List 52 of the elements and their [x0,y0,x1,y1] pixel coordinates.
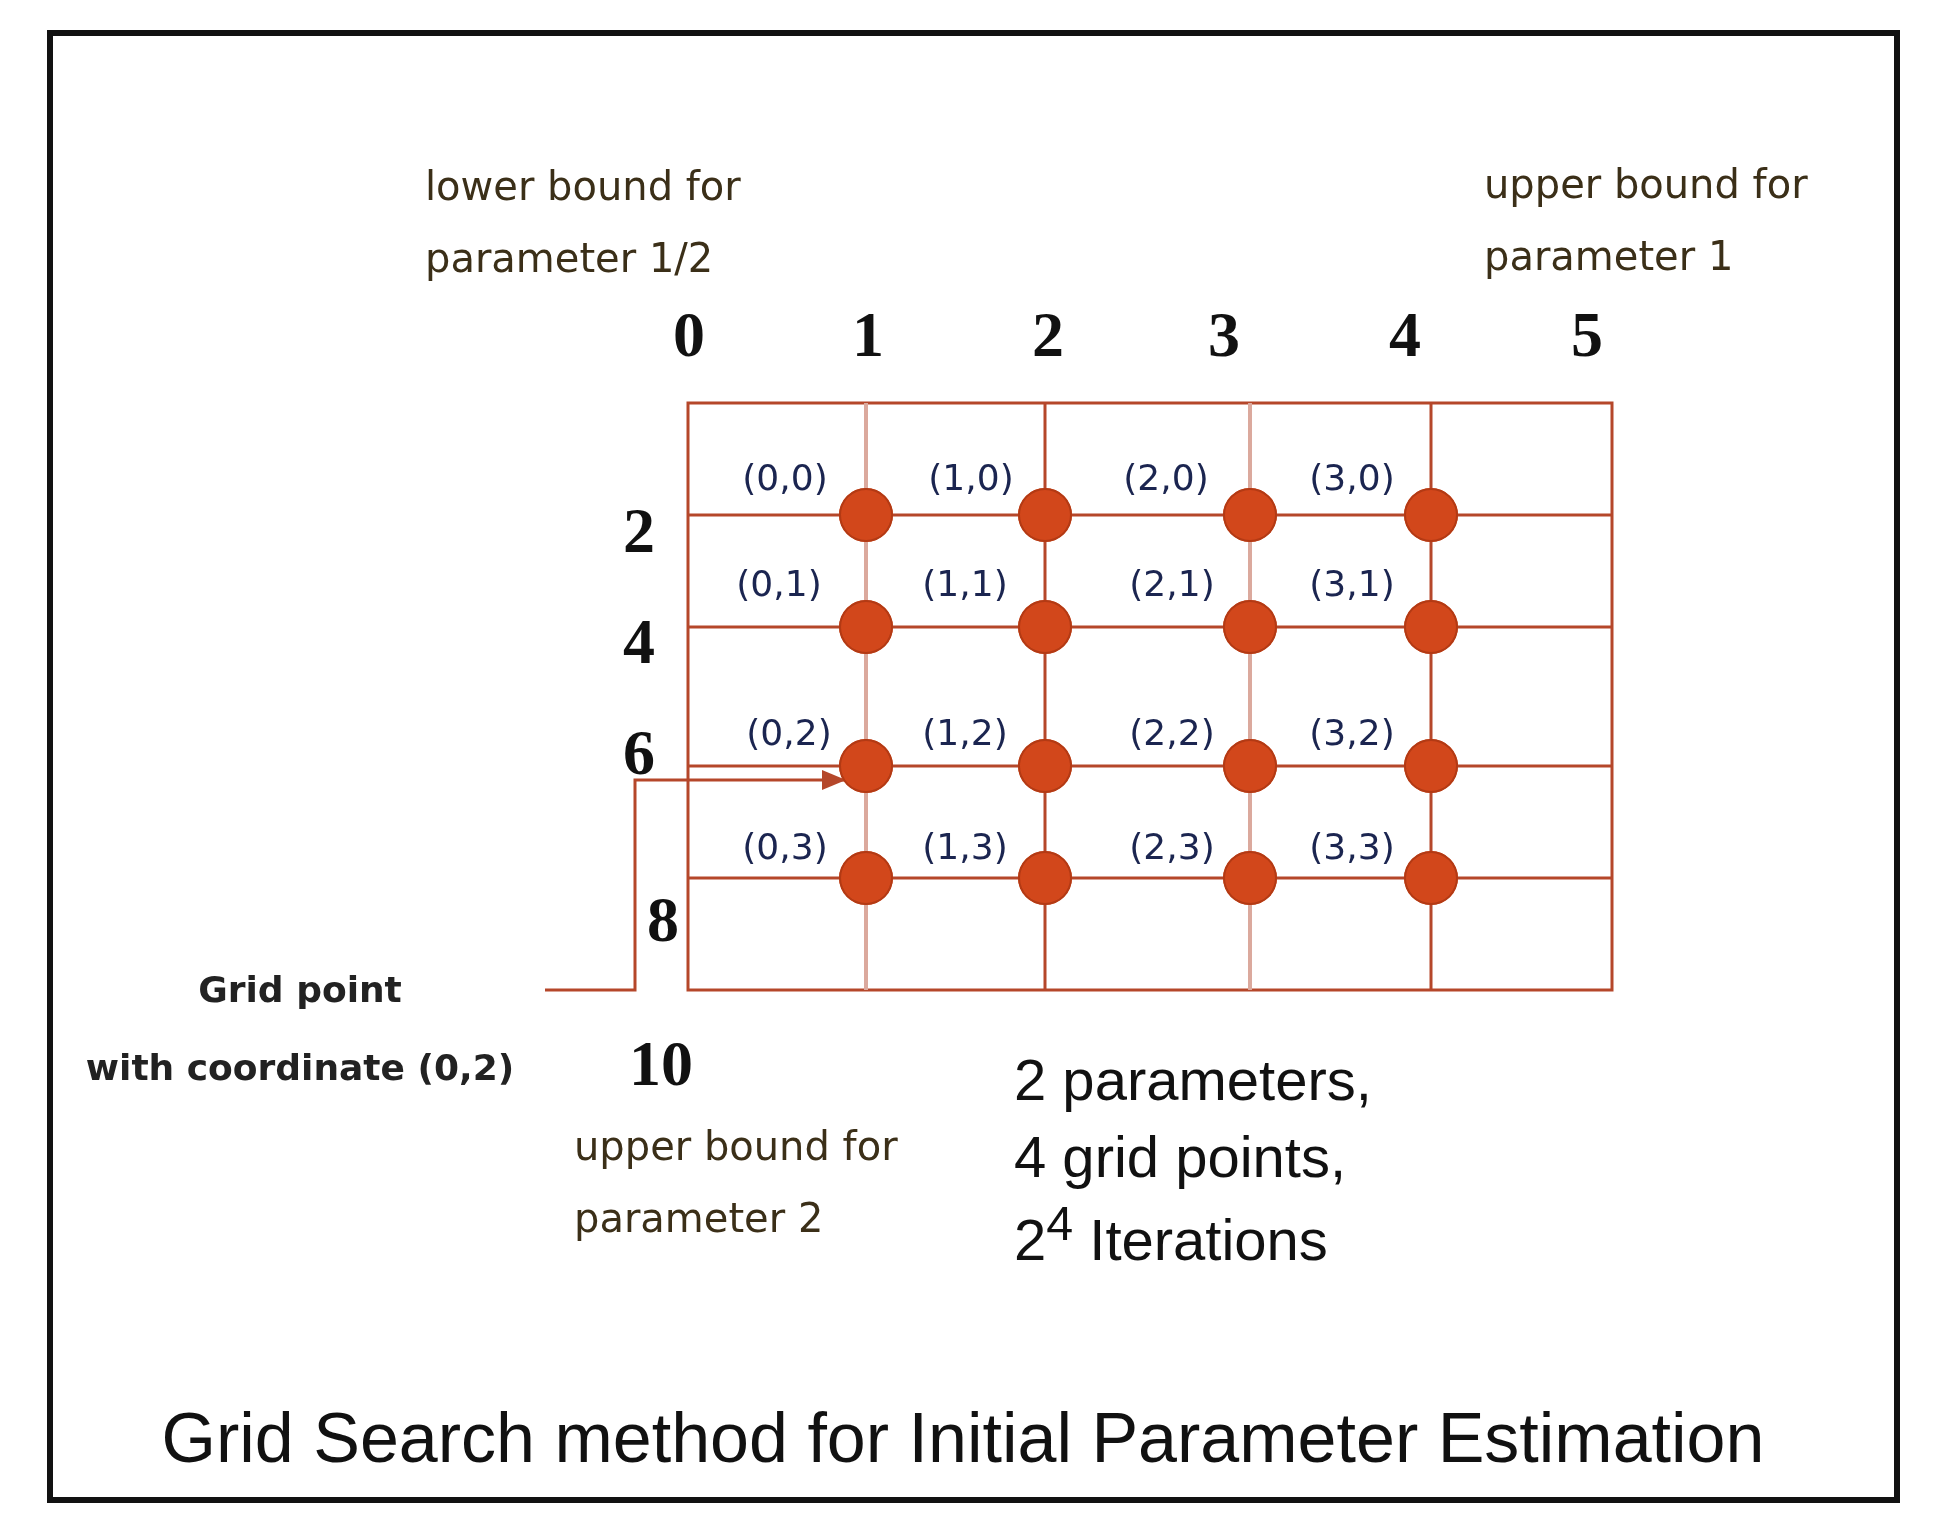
axis-number: 2 [623,494,655,568]
summary-text: 2$^{4}$ Iterations [1014,1194,1328,1274]
grid-point-dot [1223,739,1277,793]
axis-number: 4 [623,605,655,679]
coordinate-label: (1,3) [922,825,1008,867]
grid-point-dot [1404,851,1458,905]
grid-point-dot [1018,851,1072,905]
coordinate-label: (3,3) [1309,825,1395,867]
grid-point-dot [1223,851,1277,905]
grid-point-dot [1018,739,1072,793]
leader-arrow [545,770,846,992]
coordinate-label: (2,1) [1129,562,1215,604]
summary-text: 4 grid points, [1014,1122,1347,1190]
grid-point-dot [839,488,893,542]
axis-number: 2 [1032,298,1064,372]
callout-text: Grid point with coordinate (0,2) [55,951,545,1107]
axis-number: 0 [673,298,705,372]
summary-text: 2 parameters, [1014,1045,1372,1113]
coordinate-label: (3,0) [1309,456,1395,498]
coordinate-label: (0,2) [746,711,832,753]
grid-point-dot [1404,739,1458,793]
coordinate-label: (0,3) [742,825,828,867]
coordinate-label: (3,1) [1309,562,1395,604]
axis-number: 10 [629,1027,693,1101]
grid-point-dot [839,851,893,905]
grid-point-dot [1223,600,1277,654]
axis-number: 6 [623,716,655,790]
grid-point-dot [839,739,893,793]
axis-number: 4 [1389,298,1421,372]
grid-point-dot [1018,488,1072,542]
coordinate-label: (2,0) [1123,456,1209,498]
coordinate-label: (1,1) [922,562,1008,604]
coordinate-label: (1,0) [928,456,1014,498]
grid-point-dot [1223,488,1277,542]
axis-number: 8 [647,883,679,957]
grid-point-dot [1018,600,1072,654]
coordinate-label: (1,2) [922,711,1008,753]
grid-point-dot [839,600,893,654]
bound-note: upper bound for parameter 1 [1484,160,1809,281]
coordinate-label: (2,3) [1129,825,1215,867]
grid-point-dot [1404,600,1458,654]
axis-number: 5 [1571,298,1603,372]
axis-number: 3 [1208,298,1240,372]
bound-note: upper bound for parameter 2 [574,1122,899,1243]
caption: Grid Search method for Initial Parameter Estimation [161,1398,1765,1478]
axis-number: 1 [852,298,884,372]
bound-note: lower bound for parameter 1/2 [425,162,742,283]
coordinate-label: (2,2) [1129,711,1215,753]
coordinate-label: (3,2) [1309,711,1395,753]
grid-point-dot [1404,488,1458,542]
coordinate-label: (0,0) [742,456,828,498]
coordinate-label: (0,1) [736,562,822,604]
